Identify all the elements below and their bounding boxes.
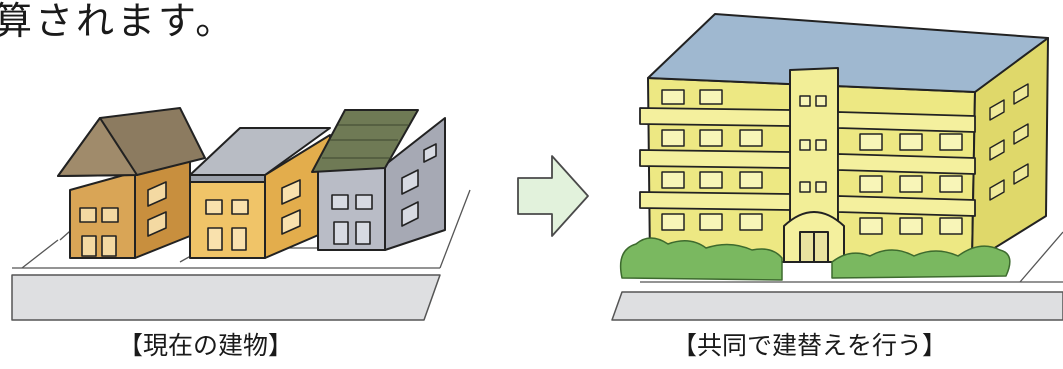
rebuilt-apartment-scene: [612, 14, 1063, 320]
road-left: [12, 275, 440, 320]
entrance: [784, 212, 844, 262]
current-buildings-scene: [12, 108, 470, 320]
road-right: [612, 292, 1063, 320]
caption-current-buildings: 【現在の建物】: [118, 326, 293, 362]
house-gray: [312, 110, 445, 250]
roof-blue: [648, 14, 1048, 92]
house-orange: [190, 128, 330, 258]
house-brown: [58, 108, 205, 258]
caption-joint-rebuilding: 【共同で建替えを行う】: [672, 326, 947, 362]
right-arrow-icon: [518, 156, 588, 236]
